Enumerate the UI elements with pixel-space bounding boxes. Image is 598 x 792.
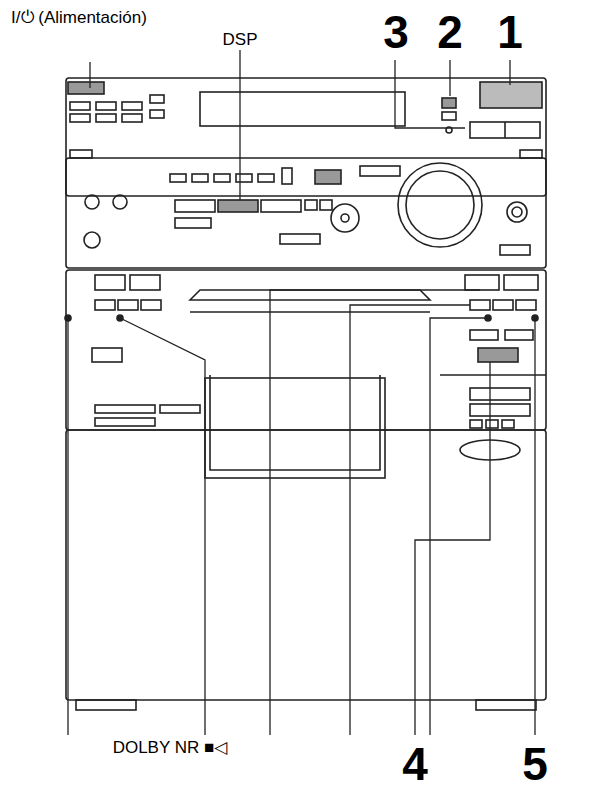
callout-number: 1	[492, 8, 528, 56]
part-name: DOLBY NR ■◁	[60, 738, 280, 758]
part-name: DSP	[212, 30, 268, 50]
callout-number: 3	[378, 8, 414, 56]
part-name: I/⏻ (Alimentación)	[4, 8, 154, 28]
callout-number: 2	[432, 8, 468, 56]
callout-number: 4	[397, 740, 433, 788]
callout-number: 5	[517, 740, 553, 788]
